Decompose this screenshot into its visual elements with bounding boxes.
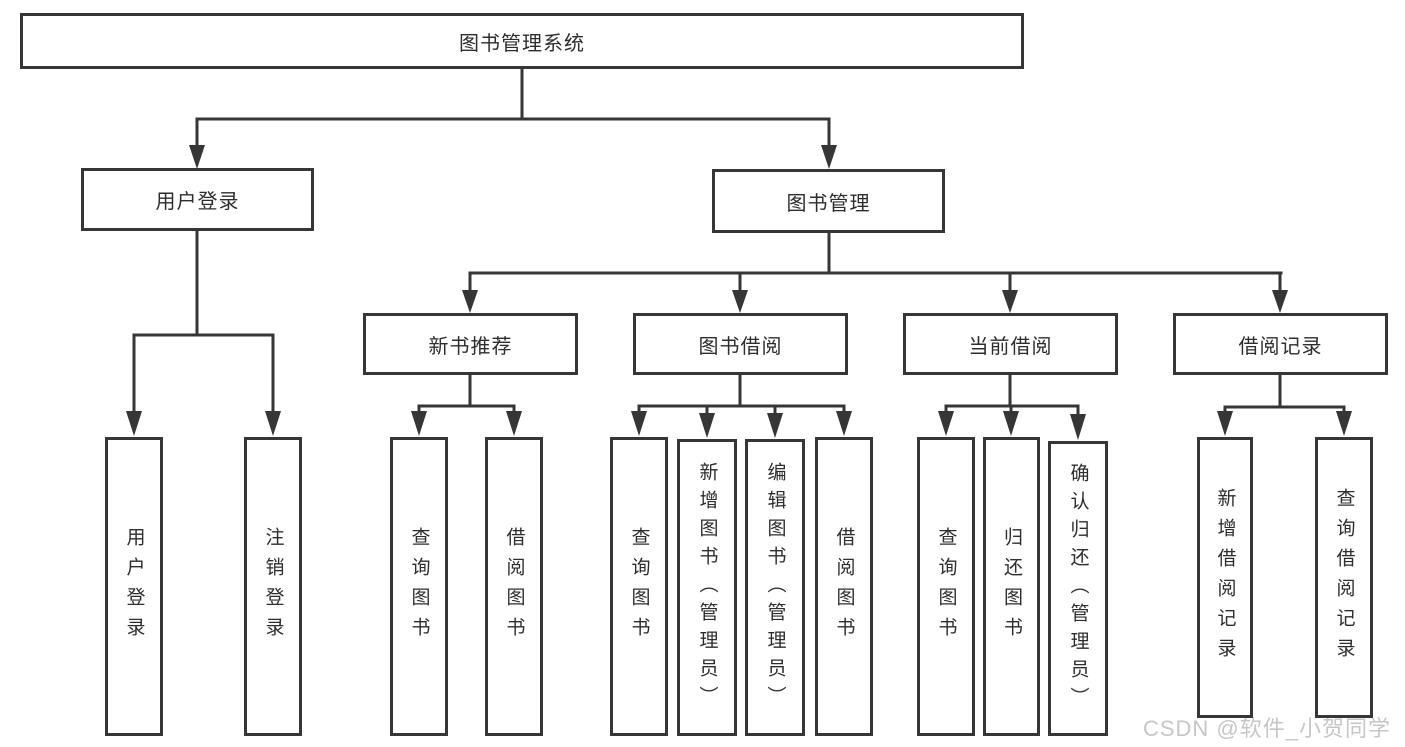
leaf-borrow-edit-books-admin-label: 编辑图书（管理员） [764, 461, 786, 714]
node-root-system: 图书管理系统 [20, 13, 1024, 69]
leaf-current-query-books-label: 查询图书 [935, 526, 957, 647]
node-borrow-records-label: 借阅记录 [1238, 335, 1323, 358]
leaf-borrow-add-books-admin-label: 新增图书（管理员） [696, 461, 718, 714]
leaf-logout-login: 注销登录 [244, 437, 302, 736]
node-user-login: 用户登录 [81, 168, 314, 231]
leaf-current-confirm-return-admin: 确认归还（管理员） [1048, 441, 1108, 736]
leaf-recommend-borrow-books-label: 借阅图书 [503, 526, 525, 647]
node-user-login-label: 用户登录 [155, 191, 240, 213]
watermark-text: CSDN @软件_小贺同学 [1142, 716, 1391, 741]
node-book-management: 图书管理 [712, 169, 945, 233]
leaf-current-return-books: 归还图书 [983, 437, 1040, 736]
leaf-records-query-record-label: 查询借阅记录 [1333, 487, 1355, 668]
leaf-user-login-label: 用户登录 [123, 526, 145, 647]
leaf-user-login: 用户登录 [105, 437, 163, 736]
leaf-logout-login-label: 注销登录 [262, 526, 284, 647]
leaf-recommend-query-books: 查询图书 [390, 437, 448, 736]
leaf-current-confirm-return-admin-label: 确认归还（管理员） [1067, 462, 1089, 715]
node-book-borrow: 图书借阅 [633, 313, 848, 375]
node-new-book-recommend-label: 新书推荐 [428, 335, 513, 358]
node-current-borrow-label: 当前借阅 [968, 335, 1053, 358]
leaf-recommend-borrow-books: 借阅图书 [485, 437, 543, 736]
node-borrow-records: 借阅记录 [1173, 313, 1388, 375]
leaf-records-add-record-label: 新增借阅记录 [1214, 487, 1236, 668]
leaf-borrow-query-books: 查询图书 [610, 437, 668, 736]
leaf-records-query-record: 查询借阅记录 [1315, 437, 1373, 718]
node-book-borrow-label: 图书借阅 [698, 335, 783, 358]
leaf-borrow-query-books-label: 查询图书 [628, 526, 650, 647]
node-current-borrow: 当前借阅 [903, 313, 1118, 375]
leaf-records-add-record: 新增借阅记录 [1197, 437, 1253, 718]
leaf-recommend-query-books-label: 查询图书 [408, 526, 430, 647]
leaf-borrow-add-books-admin: 新增图书（管理员） [677, 439, 737, 736]
leaf-current-return-books-label: 归还图书 [1001, 526, 1022, 647]
leaf-current-query-books: 查询图书 [917, 437, 975, 736]
node-root-system-label: 图书管理系统 [459, 32, 585, 55]
leaf-borrow-borrow-books-label: 借阅图书 [833, 526, 855, 647]
node-new-book-recommend: 新书推荐 [363, 313, 578, 375]
leaf-borrow-edit-books-admin: 编辑图书（管理员） [745, 439, 805, 736]
node-book-management-label: 图书管理 [786, 192, 871, 215]
leaf-borrow-borrow-books: 借阅图书 [815, 437, 873, 736]
